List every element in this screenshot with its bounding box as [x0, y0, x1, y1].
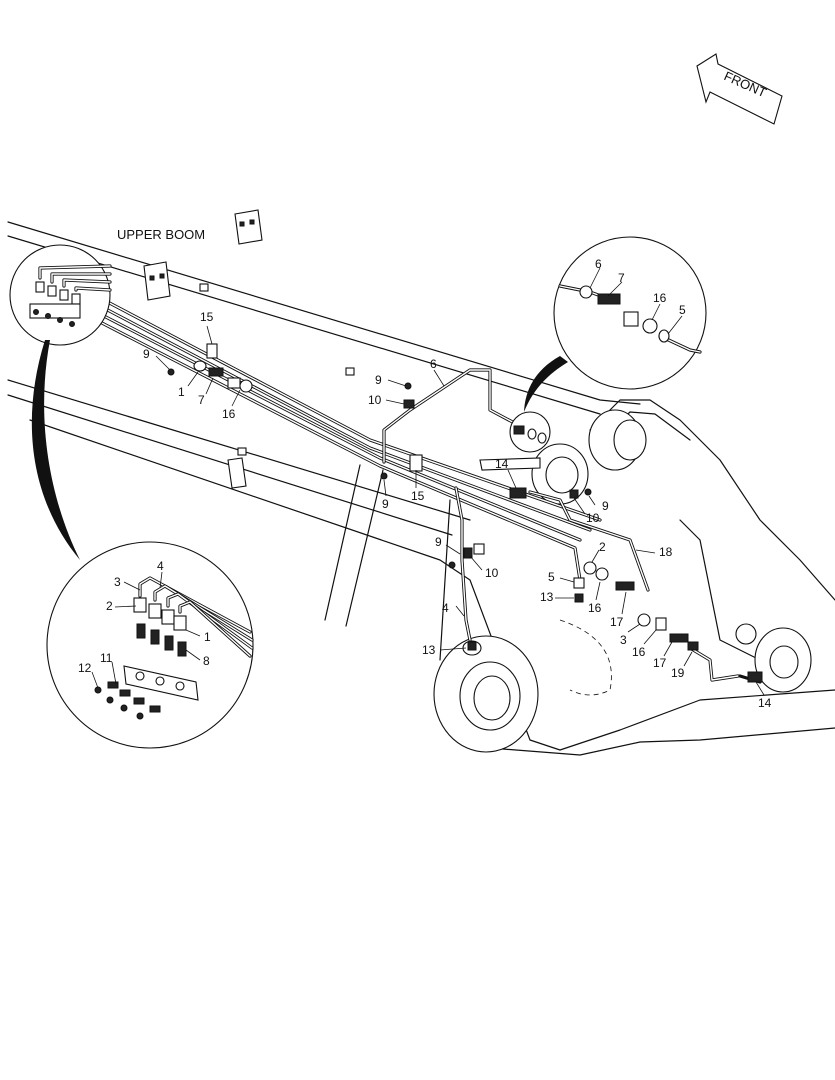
callout-1: 1 — [204, 630, 211, 644]
detail-pointer-right — [524, 356, 568, 412]
hydraulic-lines — [98, 296, 762, 684]
callout-6: 6 — [595, 257, 602, 271]
callout-14: 14 — [758, 696, 772, 710]
callout-5: 5 — [679, 303, 686, 317]
callout-14: 14 — [495, 457, 509, 471]
callout-17: 17 — [653, 656, 667, 670]
callout-16: 16 — [588, 601, 602, 615]
callout-16: 16 — [653, 291, 667, 305]
callout-11: 11 — [100, 651, 113, 665]
detail-pointer-left — [31, 340, 81, 560]
callout-6: 6 — [430, 357, 437, 371]
callout-3: 3 — [620, 633, 627, 647]
callout-9: 9 — [143, 347, 150, 361]
callout-4: 4 — [157, 559, 164, 573]
callout-18: 18 — [659, 545, 673, 559]
callout-7: 7 — [618, 271, 625, 285]
fittings — [167, 343, 763, 683]
callout-10: 10 — [586, 511, 600, 525]
callout-16: 16 — [222, 407, 236, 421]
front-arrow: FRONT — [696, 53, 783, 125]
detail-lower-left — [46, 541, 254, 749]
callout-numbers: 15 9 1 7 16 6 9 10 15 9 14 9 10 2 18 9 1… — [78, 257, 772, 710]
callout-10: 10 — [368, 393, 382, 407]
upper-boom-label: UPPER BOOM — [117, 227, 205, 242]
callout-10: 10 — [485, 566, 499, 580]
leader-lines — [91, 267, 765, 696]
callout-16: 16 — [632, 645, 646, 659]
callout-13: 13 — [540, 590, 554, 604]
callout-1: 1 — [178, 385, 185, 399]
callout-17: 17 — [610, 615, 624, 629]
callout-15: 15 — [200, 310, 214, 324]
callout-7: 7 — [198, 393, 205, 407]
detail-upper-right — [553, 236, 707, 390]
callout-19: 19 — [671, 666, 685, 680]
callout-9: 9 — [382, 497, 389, 511]
callout-8: 8 — [203, 654, 210, 668]
callout-9: 9 — [435, 535, 442, 549]
callout-9: 9 — [602, 499, 609, 513]
callout-13: 13 — [422, 643, 436, 657]
boom-structure — [7, 209, 835, 756]
callout-3: 3 — [114, 575, 121, 589]
callout-4: 4 — [442, 601, 449, 615]
callout-15: 15 — [411, 489, 425, 503]
callout-2: 2 — [599, 540, 606, 554]
detail-upper-left — [9, 244, 112, 346]
callout-12: 12 — [78, 661, 92, 675]
callout-5: 5 — [548, 570, 555, 584]
callout-9: 9 — [375, 373, 382, 387]
callout-2: 2 — [106, 599, 113, 613]
